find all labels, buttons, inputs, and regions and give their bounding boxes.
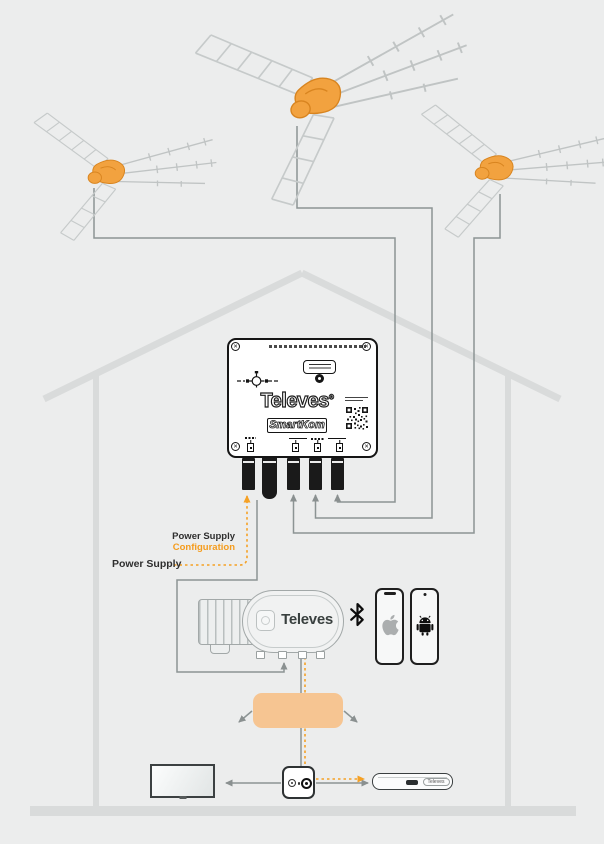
socket-dot (297, 782, 300, 785)
f-port-icon (292, 443, 299, 452)
power-supply-configuration-label: Power Supply Configuration (140, 531, 235, 553)
port-caption (245, 437, 256, 439)
socket-sat-icon (301, 777, 312, 789)
f-connector-plug-output (262, 458, 277, 499)
cable-left-antenna (93, 188, 396, 503)
bluetooth-icon (350, 602, 364, 627)
antenna-left (33, 112, 218, 242)
inserter-port-icon (316, 651, 325, 659)
arrow-distribution-right (343, 710, 358, 723)
config-port-label (303, 360, 336, 374)
f-port-icon (336, 443, 343, 452)
phone-camera-dot (423, 593, 426, 596)
cable-output-to-inserter (176, 500, 288, 673)
f-connector-plug-input3 (331, 458, 344, 490)
power-supply-label: Power Supply (112, 558, 182, 570)
power-supply-config-line (174, 495, 251, 566)
inserter-brand-label: Televes (281, 611, 333, 628)
qr-code (345, 404, 369, 430)
house-outline (30, 269, 576, 816)
corner-screw-icon: ✕ (362, 442, 371, 451)
f-connector-plug-input1 (287, 458, 300, 490)
cable-right-antenna (290, 194, 501, 534)
smartkom-brand-logo: Televes® (260, 389, 335, 412)
registered-mark: ® (328, 394, 335, 402)
tv-screen (150, 764, 215, 798)
apple-logo-icon (381, 614, 399, 636)
qr-caption-lines (345, 397, 368, 402)
corner-screw-icon: ✕ (231, 342, 240, 351)
power-supply-config-line2: Configuration (172, 542, 235, 553)
receiver-unit: Televes (372, 773, 453, 790)
status-led-icon (315, 374, 324, 383)
satellite-dish-icon (237, 371, 279, 388)
f-port-icon (247, 443, 254, 452)
inserter-port-icon (256, 651, 265, 659)
cable-top-antenna (296, 126, 433, 519)
inserter-port-icon (278, 651, 287, 659)
inserter-port-icon (298, 651, 307, 659)
phone-notch (383, 591, 396, 595)
phone-android (410, 588, 439, 665)
coax-wall-socket (282, 766, 315, 799)
distribution-network-box (253, 693, 343, 728)
phone-ios (375, 588, 404, 665)
socket-tv-icon (288, 779, 296, 787)
antenna-right (416, 103, 604, 244)
power-supply-config-line1: Power Supply (172, 531, 235, 542)
smartkom-unit: ✕ ✕ ✕ ✕ Televes® SmartKom (227, 338, 378, 458)
f-connector-plug-input2 (309, 458, 322, 490)
inserter-button (256, 610, 275, 631)
arrow-distribution-left (238, 710, 253, 723)
receiver-brand-label: Televes (422, 777, 450, 786)
power-inserter-unit: Televes (198, 590, 344, 660)
antenna-top (191, 0, 495, 221)
smartkom-model-label: SmartKom (267, 418, 327, 433)
f-connector-plug-power (242, 458, 255, 490)
receiver-port (406, 779, 418, 785)
f-port-icon (314, 443, 321, 452)
fine-print-line (269, 345, 366, 348)
corner-screw-icon: ✕ (231, 442, 240, 451)
android-robot-icon (416, 615, 433, 636)
